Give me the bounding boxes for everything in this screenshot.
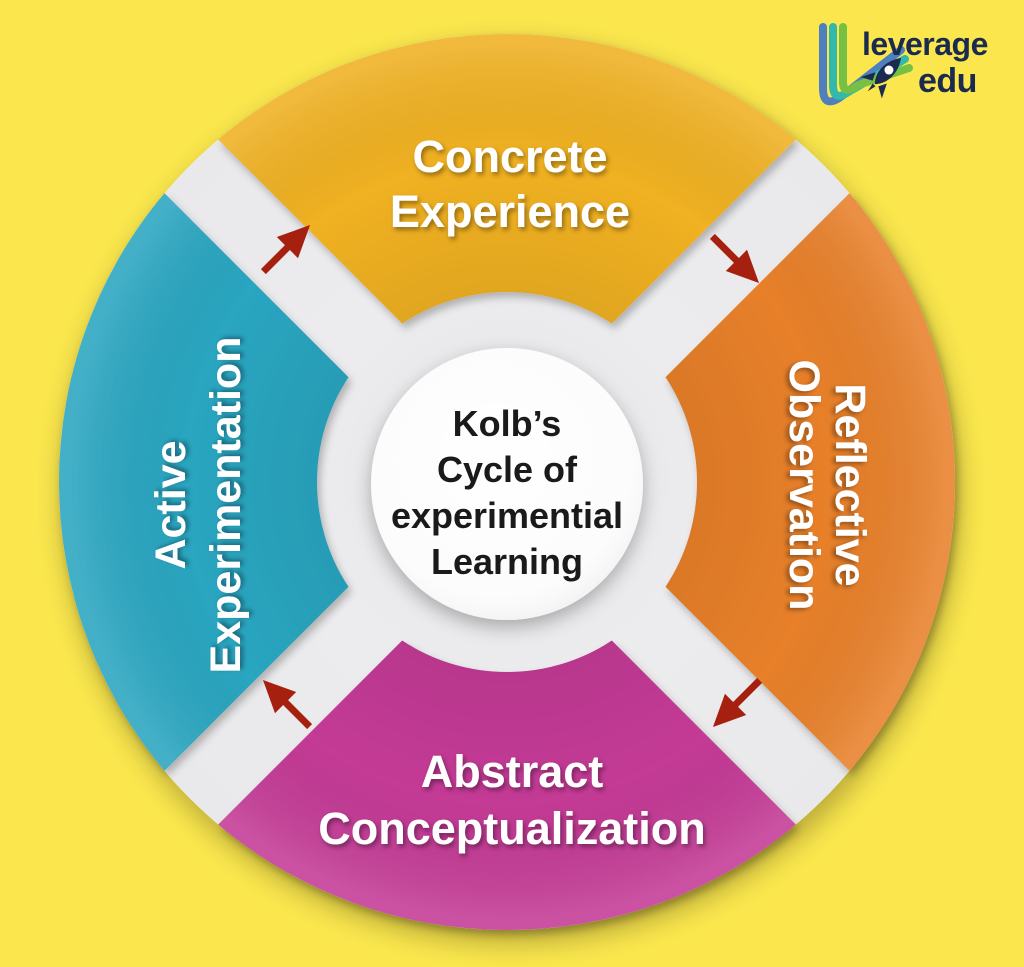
center-title-line-1: Kolb’s (453, 403, 562, 444)
label-ae-line-2: Experimentation (202, 337, 250, 674)
rocket-icon (860, 58, 901, 99)
logo-pencil-stroke-green-icon (839, 23, 913, 94)
label-ro-line-1: Reflective (826, 383, 874, 586)
label-ae-line-1: Active (147, 440, 195, 569)
center-circle-highlight (371, 348, 643, 620)
logo-word-leverage: leverage (862, 26, 988, 62)
label-ac-line-2: Conceptualization (318, 803, 706, 854)
label-concrete-experience: Concrete Experience (390, 131, 630, 237)
center-title-line-2: Cycle of (437, 449, 578, 490)
center-title-line-4: Learning (431, 541, 583, 582)
label-ce-line-1: Concrete (412, 131, 607, 182)
logo-word-edu: edu (918, 62, 977, 100)
label-ce-line-2: Experience (390, 186, 630, 237)
label-abstract-conceptualization: Abstract Conceptualization (318, 746, 706, 854)
center-title: Kolb’s Cycle of experimential Learning (391, 403, 623, 582)
label-active-experimentation: Active Experimentation (147, 337, 250, 674)
label-ro-line-2: Observation (780, 360, 828, 611)
center-title-line-3: experimential (391, 495, 623, 536)
label-ac-line-1: Abstract (421, 746, 604, 797)
leverage-edu-logo: leverage edu (819, 23, 988, 106)
label-reflective-observation: Reflective Observation (780, 360, 874, 611)
